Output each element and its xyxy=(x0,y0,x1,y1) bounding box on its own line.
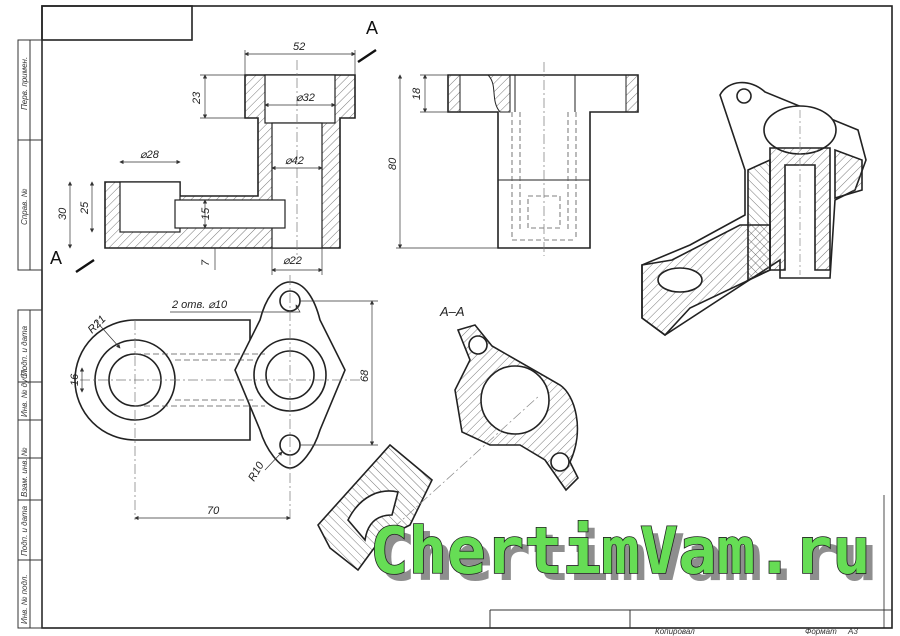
margin-label-reference-no: Справ. № xyxy=(20,188,29,225)
watermark-text: ChertimVam.ru xyxy=(370,515,871,589)
margin-label-sign-date-2: Подп. и дата xyxy=(20,505,29,556)
dim-side-18: 18 xyxy=(411,87,423,100)
title-block xyxy=(489,609,892,628)
margin-label-sign-date-1: Подп. и дата xyxy=(20,325,29,376)
copied-label: Копировал xyxy=(655,627,695,636)
dim-68: 68 xyxy=(359,369,371,382)
dim-height-30: 30 xyxy=(57,207,69,220)
left-margin-labels: Перв. примен. Справ. № Подп. и дата Инв.… xyxy=(20,57,29,624)
top-view-centerlines xyxy=(80,275,360,520)
watermark-shadow: ChertimVam.ru xyxy=(377,522,878,596)
section-letter-bottom: A xyxy=(50,248,62,268)
dim-radius-10: R10 xyxy=(246,459,267,483)
section-letter-top: A xyxy=(366,18,378,38)
dim-height-23: 23 xyxy=(191,91,203,105)
isometric-section-view xyxy=(641,81,867,337)
dim-bore-22: ⌀22 xyxy=(283,255,302,267)
section-aa-title: A–A xyxy=(439,304,465,319)
section-mark-top: A xyxy=(357,18,378,63)
front-view-dimensions xyxy=(67,50,356,275)
dim-boss-28: ⌀28 xyxy=(140,149,160,161)
dim-slot-15: 15 xyxy=(200,207,212,220)
dim-height-25: 25 xyxy=(79,201,91,215)
format-value: А3 xyxy=(847,627,858,636)
dim-bore-32: ⌀32 xyxy=(296,92,315,104)
dim-16: 16 xyxy=(69,373,81,386)
dim-bore-42: ⌀42 xyxy=(285,155,304,167)
left-margin-table xyxy=(17,39,43,629)
side-view xyxy=(447,62,639,256)
watermark: ChertimVam.ru ChertimVam.ru xyxy=(369,514,878,596)
dim-depth-7: 7 xyxy=(200,259,212,266)
margin-label-first-use: Перв. примен. xyxy=(20,57,29,110)
format-label: Формат xyxy=(805,627,837,636)
margin-label-dup-inv-no: Инв. № дубл. xyxy=(20,368,29,417)
top-view-hidden-lines xyxy=(135,353,265,407)
section-aa-view xyxy=(317,324,579,572)
side-view-dimensions xyxy=(396,74,498,249)
dim-width-52: 52 xyxy=(293,41,305,53)
front-view-section xyxy=(104,60,356,260)
section-mark-bottom: A xyxy=(50,248,95,273)
dim-side-80: 80 xyxy=(387,157,399,170)
dim-holes-note: 2 отв. ⌀10 xyxy=(171,299,228,311)
margin-label-replace-inv-no: Взам. инв. № xyxy=(20,447,29,497)
top-view-dimensions xyxy=(79,300,378,521)
dim-70: 70 xyxy=(207,505,220,517)
margin-label-original-inv-no: Инв. № подл. xyxy=(20,574,29,624)
front-view-dimension-labels: 52 23 ⌀32 ⌀28 ⌀42 30 25 15 7 ⌀22 xyxy=(57,41,315,267)
